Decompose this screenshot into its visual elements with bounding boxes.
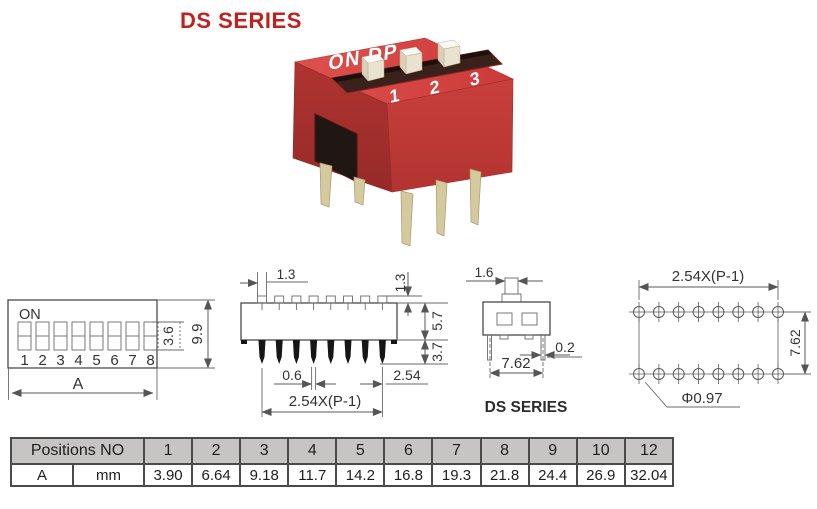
svg-text:8: 8 — [146, 352, 154, 369]
svg-text:0.2: 0.2 — [555, 339, 575, 355]
dim-side-span: 2.54X(P-1) — [261, 368, 383, 417]
spec-value: 11.7 — [287, 463, 338, 487]
slider-actuators — [361, 39, 461, 82]
svg-text:5.7: 5.7 — [429, 311, 445, 331]
photo-pins — [319, 162, 482, 247]
footprint-drawing: 2.54X(P-1) 7.62 Φ0.97 — [629, 268, 811, 408]
spec-header-row: Positions NO 1 2 3 4 5 6 7 8 9 10 12 — [10, 437, 675, 465]
dim-actuator-height: 1.3 — [382, 272, 448, 316]
spec-value: 19.3 — [431, 463, 482, 487]
dim-pin-pitch: 2.54 — [360, 367, 428, 417]
svg-text:1.3: 1.3 — [393, 274, 408, 293]
dim-end-row-pitch: 7.62 — [489, 338, 544, 378]
svg-text:3.6: 3.6 — [160, 326, 176, 346]
svg-text:1.6: 1.6 — [475, 265, 494, 280]
page-title: DS SERIES — [180, 8, 302, 33]
svg-text:3: 3 — [56, 352, 64, 369]
spec-header-label: Positions NO — [10, 437, 145, 465]
svg-text:7: 7 — [128, 352, 136, 369]
front-on-label: ON — [19, 307, 41, 323]
series-caption: DS SERIES — [485, 399, 568, 416]
dim-pin-thickness: 0.2 — [520, 339, 582, 359]
front-view-drawing: ON 1 2 3 4 5 6 7 8 3.6 — [7, 299, 215, 400]
dim-pin-length: 3.7 — [380, 339, 448, 365]
svg-text:5: 5 — [92, 352, 100, 369]
svg-text:7.62: 7.62 — [501, 355, 530, 372]
spec-position: 1 — [142, 437, 194, 465]
product-photo: ON DP 1 2 3 — [292, 37, 514, 247]
spec-value: 32.04 — [623, 463, 675, 487]
svg-text:2.54X(P-1): 2.54X(P-1) — [289, 393, 362, 410]
dim-hole-diameter: Φ0.97 — [644, 381, 740, 408]
spec-value-row: A mm 3.90 6.64 9.18 11.7 14.2 16.8 19.3 … — [10, 463, 675, 487]
side-actuator-tabs — [257, 295, 388, 310]
svg-text:4: 4 — [74, 352, 82, 369]
spec-position: 4 — [287, 437, 338, 465]
side-pins — [241, 340, 397, 364]
spec-value: 9.18 — [239, 463, 290, 487]
dim-pin-width: 0.6 — [274, 367, 336, 390]
spec-value: 3.90 — [142, 463, 194, 487]
dim-side-body-height: 5.7 — [397, 302, 448, 341]
dim-overall-width: A — [8, 368, 158, 400]
slider-1 — [361, 53, 385, 82]
spec-position: 5 — [335, 437, 386, 465]
spec-unit: mm — [72, 463, 145, 487]
spec-position: 10 — [575, 437, 626, 465]
spec-position: 9 — [527, 437, 578, 465]
spec-value: 24.4 — [527, 463, 578, 487]
spec-position: 3 — [239, 437, 290, 465]
dim-footprint-row-pitch: 7.62 — [784, 311, 811, 375]
front-position-numbers: 1 2 3 4 5 6 7 8 — [20, 352, 154, 369]
spec-position: 2 — [191, 437, 242, 465]
svg-text:3.7: 3.7 — [429, 342, 445, 362]
side-body-outline — [240, 302, 398, 341]
dim-body-height: 9.9 — [157, 299, 215, 369]
dim-footprint-span: 2.54X(P-1) — [638, 268, 779, 300]
svg-text:A: A — [73, 376, 84, 393]
positions-spec-table: Positions NO 1 2 3 4 5 6 7 8 9 10 12 A m… — [10, 437, 675, 487]
svg-text:6: 6 — [110, 352, 118, 369]
front-switch-slots — [17, 321, 158, 351]
dim-end-actuator-width: 1.6 — [466, 265, 543, 285]
svg-text:1: 1 — [20, 352, 28, 369]
svg-text:1.3: 1.3 — [277, 267, 296, 282]
end-view-drawing: 1.6 0.2 7.62 DS SERIES — [466, 265, 582, 416]
spec-row-header: A — [10, 463, 74, 487]
svg-text:2: 2 — [38, 352, 46, 369]
svg-text:2.54: 2.54 — [393, 367, 420, 383]
spec-value: 6.64 — [191, 463, 242, 487]
dim-slot-height: 3.6 — [152, 321, 184, 351]
spec-value: 14.2 — [335, 463, 386, 487]
svg-text:0.6: 0.6 — [282, 367, 302, 383]
spec-value: 26.9 — [575, 463, 626, 487]
spec-position: 6 — [383, 437, 434, 465]
svg-text:Φ0.97: Φ0.97 — [681, 390, 722, 407]
footprint-holes — [629, 302, 788, 384]
dim-actuator-width: 1.3 — [240, 267, 308, 296]
spec-value: 21.8 — [479, 463, 530, 487]
svg-text:2.54X(P-1): 2.54X(P-1) — [672, 268, 745, 285]
slider-3 — [437, 39, 461, 68]
spec-value: 16.8 — [383, 463, 434, 487]
end-body — [482, 277, 551, 361]
svg-text:7.62: 7.62 — [787, 329, 803, 356]
spec-position: 12 — [623, 437, 675, 465]
svg-text:9.9: 9.9 — [189, 324, 206, 345]
spec-position: 7 — [431, 437, 482, 465]
spec-position: 8 — [479, 437, 530, 465]
slider-2 — [399, 46, 423, 75]
side-view-drawing: 1.3 1.3 5.7 3.7 0.6 — [240, 267, 448, 417]
